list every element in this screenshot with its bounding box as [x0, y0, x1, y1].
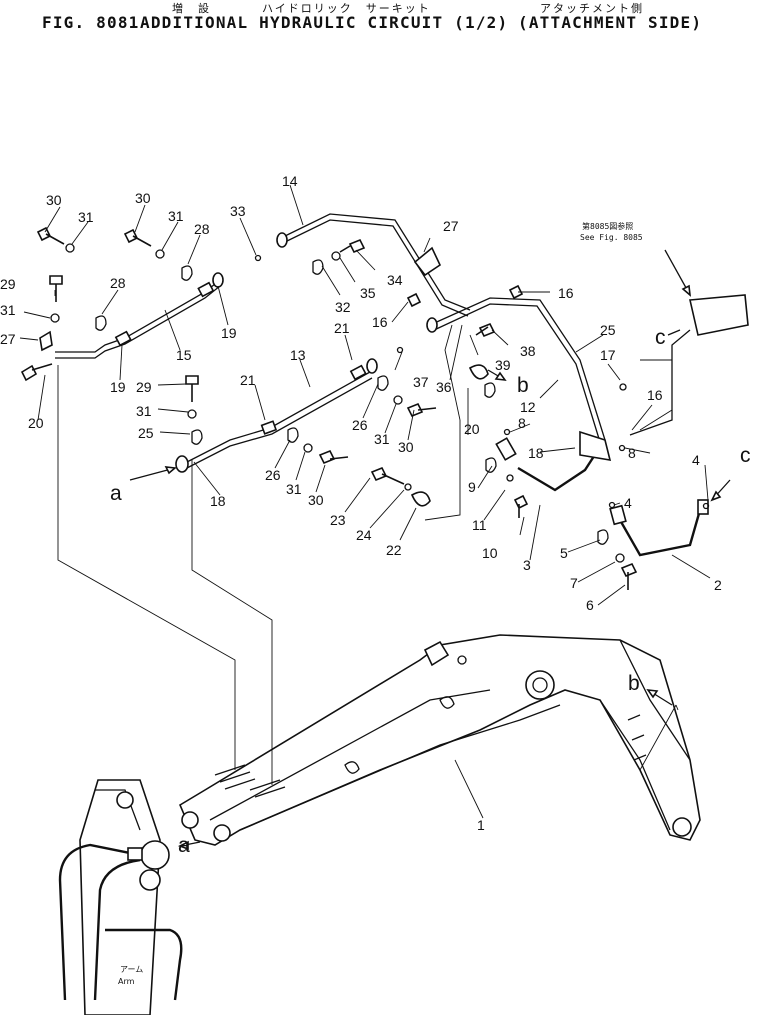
- arm-label-jp: アーム: [120, 965, 143, 974]
- callout-24: 24: [356, 527, 372, 543]
- callout-8: 8: [518, 415, 526, 431]
- line-to-fig-8085: [629, 329, 691, 436]
- ref-c-top: c: [655, 326, 666, 349]
- fittings: [20, 226, 749, 590]
- title-jp-mid: ハイドロリック サーキット: [262, 2, 431, 15]
- callout-12: 12: [520, 399, 536, 415]
- callout-36: 36: [436, 379, 452, 395]
- callout-25b: 25: [600, 322, 616, 338]
- callout-32: 32: [335, 299, 351, 315]
- callout-19b: 19: [221, 325, 237, 341]
- callout-29b: 29: [136, 379, 152, 395]
- callout-15: 15: [176, 347, 192, 363]
- callout-7: 7: [570, 575, 578, 591]
- callout-8b: 8: [628, 445, 636, 461]
- ref-b-boom: b: [628, 672, 640, 695]
- callout-25: 25: [138, 425, 154, 441]
- callout-21: 21: [240, 372, 256, 388]
- pipe-15: [55, 279, 221, 359]
- pipe-13: [184, 371, 373, 470]
- callout-13: 13: [290, 347, 306, 363]
- callout-30: 30: [46, 192, 62, 208]
- pipe-14: [284, 213, 471, 317]
- ref-c-right: c: [740, 444, 751, 467]
- callout-30c: 30: [308, 492, 324, 508]
- callout-31c: 31: [0, 302, 16, 318]
- callout-37: 37: [413, 374, 429, 390]
- callout-16b: 16: [372, 314, 388, 330]
- callout-27: 27: [0, 331, 16, 347]
- title-jp-right: アタッチメント側: [540, 2, 644, 15]
- callout-30b: 30: [135, 190, 151, 206]
- callout-31d: 31: [136, 403, 152, 419]
- leader-lines: [57, 359, 673, 785]
- callout-31e: 31: [286, 481, 302, 497]
- figure-number: FIG. 8081: [42, 13, 140, 32]
- reference-arrows: [129, 249, 731, 851]
- callout-35: 35: [360, 285, 376, 301]
- callout-31b: 31: [168, 208, 184, 224]
- callout-34: 34: [387, 272, 403, 288]
- note-jp: 第8085図参照: [582, 221, 633, 231]
- callout-27b: 27: [443, 218, 459, 234]
- callout-28: 28: [110, 275, 126, 291]
- callout-11: 11: [472, 517, 487, 533]
- callout-21b: 21: [334, 320, 350, 336]
- callout-31: 31: [78, 209, 94, 225]
- callout-4b: 4: [624, 495, 632, 511]
- callout-38: 38: [520, 343, 536, 359]
- title-jp-left: 増 設: [172, 2, 211, 15]
- callout-4: 4: [692, 452, 700, 468]
- page-title: 増 設 ハイドロリック サーキット アタッチメント側 FIG. 8081 ADD…: [0, 0, 757, 40]
- callout-29: 29: [0, 276, 16, 292]
- callout-6: 6: [586, 597, 594, 613]
- figure-title: ADDITIONAL HYDRAULIC CIRCUIT (1/2): [140, 13, 509, 32]
- callout-30d: 30: [398, 439, 414, 455]
- callout-39: 39: [495, 357, 511, 373]
- see-figure-note: 第8085図参照 See Fig. 8085: [580, 221, 643, 242]
- callout-23: 23: [330, 512, 346, 528]
- callout-17: 17: [600, 347, 616, 363]
- figure-side: (ATTACHMENT SIDE): [518, 13, 703, 32]
- hose-2: [618, 509, 702, 557]
- reference-letters: a a b b c c: [110, 326, 751, 857]
- callout-26b: 26: [352, 417, 368, 433]
- callout-2: 2: [714, 577, 722, 593]
- callout-labels: 1 2 3 4 4 5 6 7 8 8 9 10 11 12 13 14 15 …: [0, 173, 722, 833]
- callout-1: 1: [477, 817, 485, 833]
- arm-label-en: Arm: [118, 977, 135, 986]
- callout-18b: 18: [528, 445, 544, 461]
- callout-9: 9: [468, 479, 476, 495]
- callout-19: 19: [110, 379, 126, 395]
- arm: [58, 779, 183, 1015]
- callout-3: 3: [523, 557, 531, 573]
- ref-b-top: b: [517, 374, 529, 397]
- callout-22: 22: [386, 542, 402, 558]
- arm-label: アーム Arm: [118, 965, 143, 986]
- hose-3: [517, 449, 600, 492]
- callout-leaders: [19, 184, 711, 819]
- callout-16: 16: [558, 285, 574, 301]
- callout-18: 18: [210, 493, 226, 509]
- callout-5: 5: [560, 545, 568, 561]
- callout-31f: 31: [374, 431, 390, 447]
- callout-28b: 28: [194, 221, 210, 237]
- callout-20: 20: [28, 415, 44, 431]
- ref-a-top: a: [110, 482, 122, 505]
- callout-14: 14: [282, 173, 298, 189]
- callout-10: 10: [482, 545, 498, 561]
- boom: [178, 634, 701, 846]
- callout-33: 33: [230, 203, 246, 219]
- note-en: See Fig. 8085: [580, 233, 643, 242]
- ref-a-arm: a: [178, 834, 190, 857]
- callout-26: 26: [265, 467, 281, 483]
- pipe-12: [429, 297, 606, 443]
- callout-20b: 20: [464, 421, 480, 437]
- callout-16c: 16: [647, 387, 663, 403]
